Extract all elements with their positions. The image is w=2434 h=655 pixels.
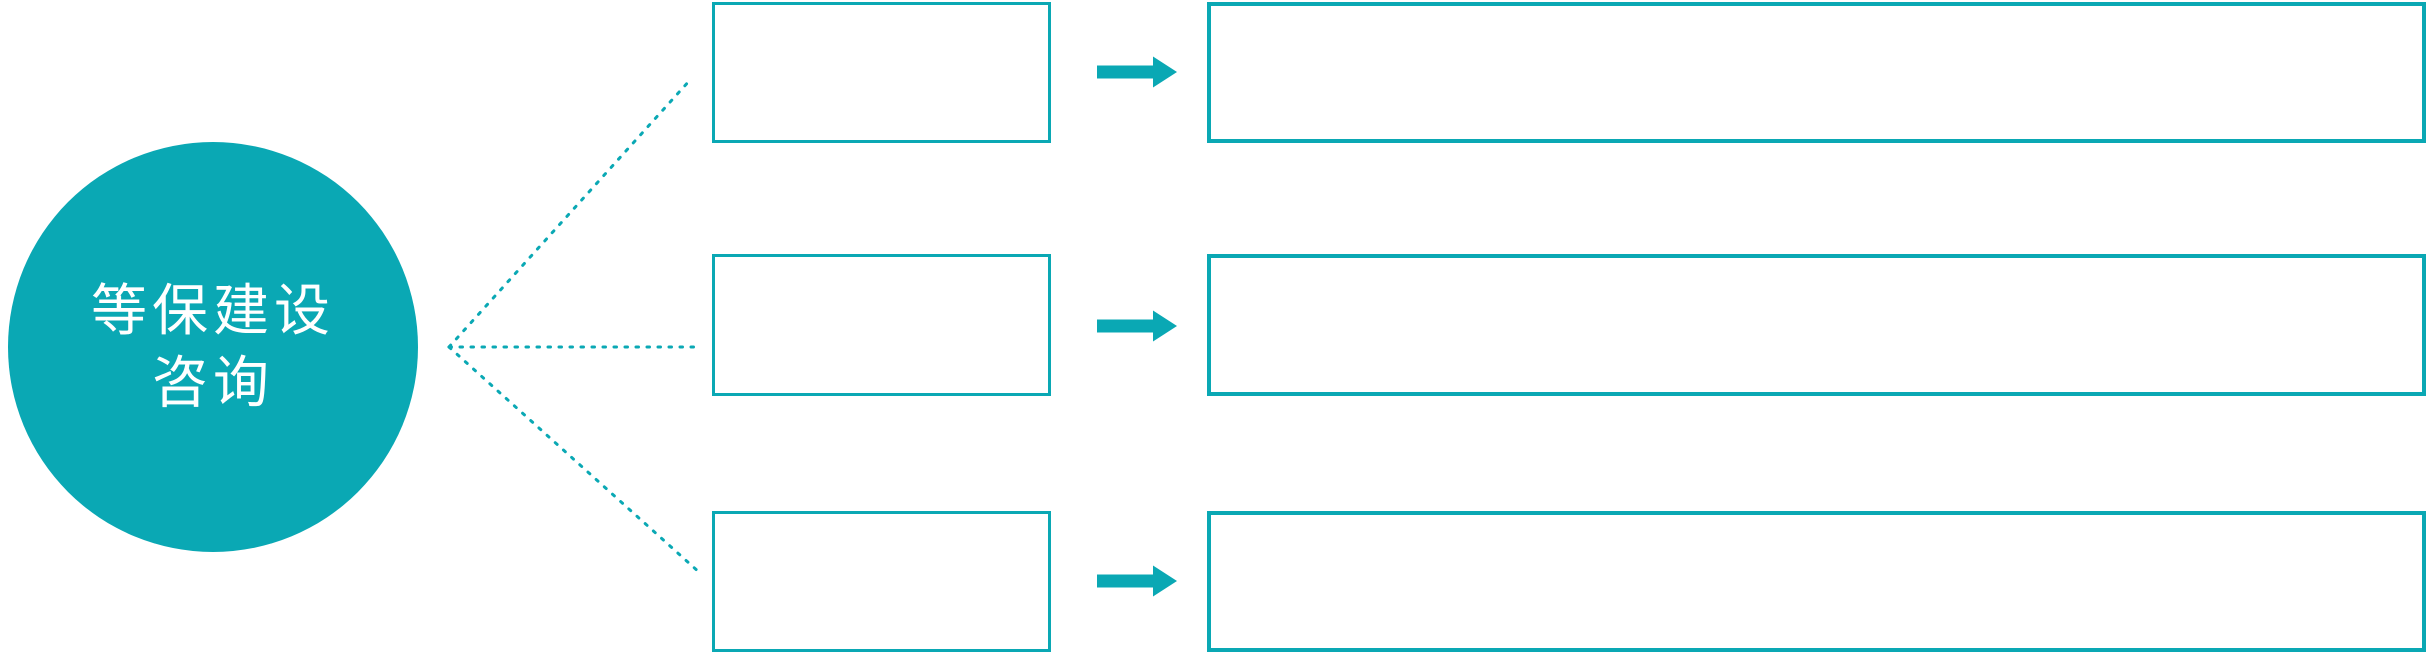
arrow-right-icon — [1097, 56, 1177, 88]
description-box — [1207, 511, 2426, 652]
dashed-connector-line — [447, 78, 692, 349]
category-box — [712, 511, 1051, 652]
topic-circle-label-line1: 等保建设 — [91, 279, 335, 342]
topic-circle-label-line2: 咨询 — [152, 351, 274, 414]
topic-circle: 等保建设 咨询 — [8, 142, 418, 552]
dashed-connector-line — [447, 345, 702, 575]
arrow-right-icon — [1097, 565, 1177, 597]
arrow-right-icon — [1097, 310, 1177, 342]
description-box — [1207, 254, 2426, 396]
description-box — [1207, 2, 2426, 143]
category-box — [712, 254, 1051, 396]
category-box — [712, 2, 1051, 143]
